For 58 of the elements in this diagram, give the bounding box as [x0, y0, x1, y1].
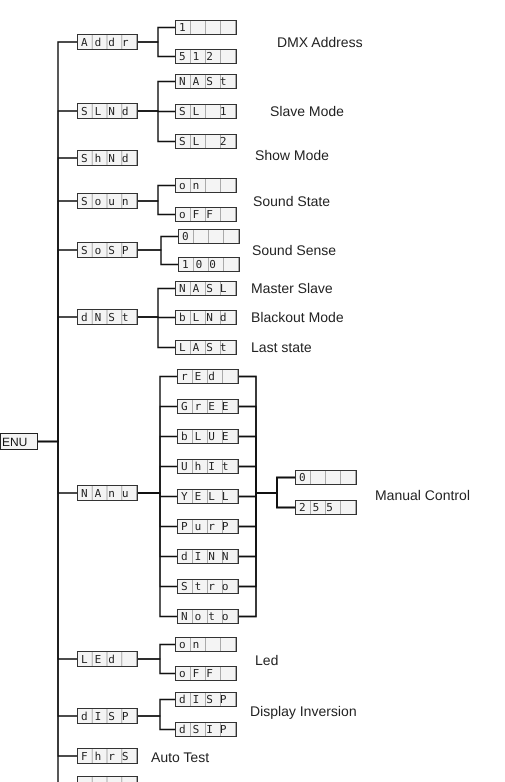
description-text: Display Inversion: [250, 704, 357, 718]
lcd-display: dSIP: [175, 722, 237, 737]
lcd-display: ShNd: [77, 150, 138, 166]
lcd-display: bLUE: [177, 429, 239, 444]
lcd-display: 1: [175, 20, 237, 35]
lcd-display: dINN: [177, 549, 239, 564]
description-text: Show Mode: [255, 148, 329, 162]
description-text: Blackout Mode: [251, 310, 344, 324]
connector-line: [138, 492, 177, 618]
lcd-display: oFF: [175, 207, 237, 222]
description-text: Manual Control: [375, 488, 470, 502]
connector-line: [138, 249, 178, 266]
lcd-display: SLNd: [77, 103, 138, 119]
connector-line: [138, 41, 175, 58]
lcd-display: UhIt: [177, 459, 239, 474]
description-text: Sound Sense: [252, 243, 336, 257]
lcd-display: rEd: [177, 369, 239, 384]
lcd-display: Soun: [77, 193, 138, 209]
lcd-display: SL 1: [175, 104, 237, 119]
lcd-display: FhrS: [77, 748, 138, 764]
description-text: Last state: [251, 340, 312, 354]
connector-line: [138, 316, 175, 348]
lcd-display: 100: [178, 257, 240, 272]
menu-display: ENU: [0, 433, 38, 450]
lcd-display: SoSP: [77, 242, 138, 258]
description-text: Slave Mode: [270, 104, 344, 118]
description-text: Master Slave: [251, 281, 333, 295]
lcd-display: Addr: [77, 34, 138, 50]
lcd-display: oFF: [175, 666, 237, 681]
lcd-display: YELL: [177, 489, 239, 504]
lcd-display: bLNd: [175, 310, 237, 325]
lcd-display: 512: [175, 49, 237, 64]
description-text: Auto Test: [151, 750, 210, 764]
description-text: Sound State: [253, 194, 330, 208]
lcd-display: Stro: [177, 579, 239, 594]
lcd-display: SL 2: [175, 134, 237, 149]
lcd-display: NASL: [175, 281, 237, 296]
lcd-display: LEd: [77, 651, 138, 667]
connector-line: [138, 715, 175, 730]
lcd-display: dISP: [175, 692, 237, 707]
lcd-display: NASt: [175, 74, 237, 89]
connector-line: [138, 658, 175, 674]
lcd-display: LASt: [175, 340, 237, 355]
lcd-display: 0: [178, 229, 240, 244]
description-text: DMX Address: [277, 35, 363, 49]
lcd-display: dNSt: [77, 309, 138, 325]
lcd-display: on: [175, 178, 237, 193]
lcd-display: Noto: [177, 609, 239, 624]
lcd-display: on: [175, 637, 237, 652]
description-text: Led: [255, 653, 278, 667]
lcd-display: PurP: [177, 519, 239, 534]
connector-line: [138, 110, 175, 142]
lcd-display: GrEE: [177, 399, 239, 414]
lcd-display: 255: [295, 500, 357, 515]
lcd-display: NAnu: [77, 485, 138, 501]
connector-line: [138, 200, 175, 216]
lcd-display: 0: [295, 470, 357, 485]
lcd-display: dISP: [77, 708, 138, 724]
